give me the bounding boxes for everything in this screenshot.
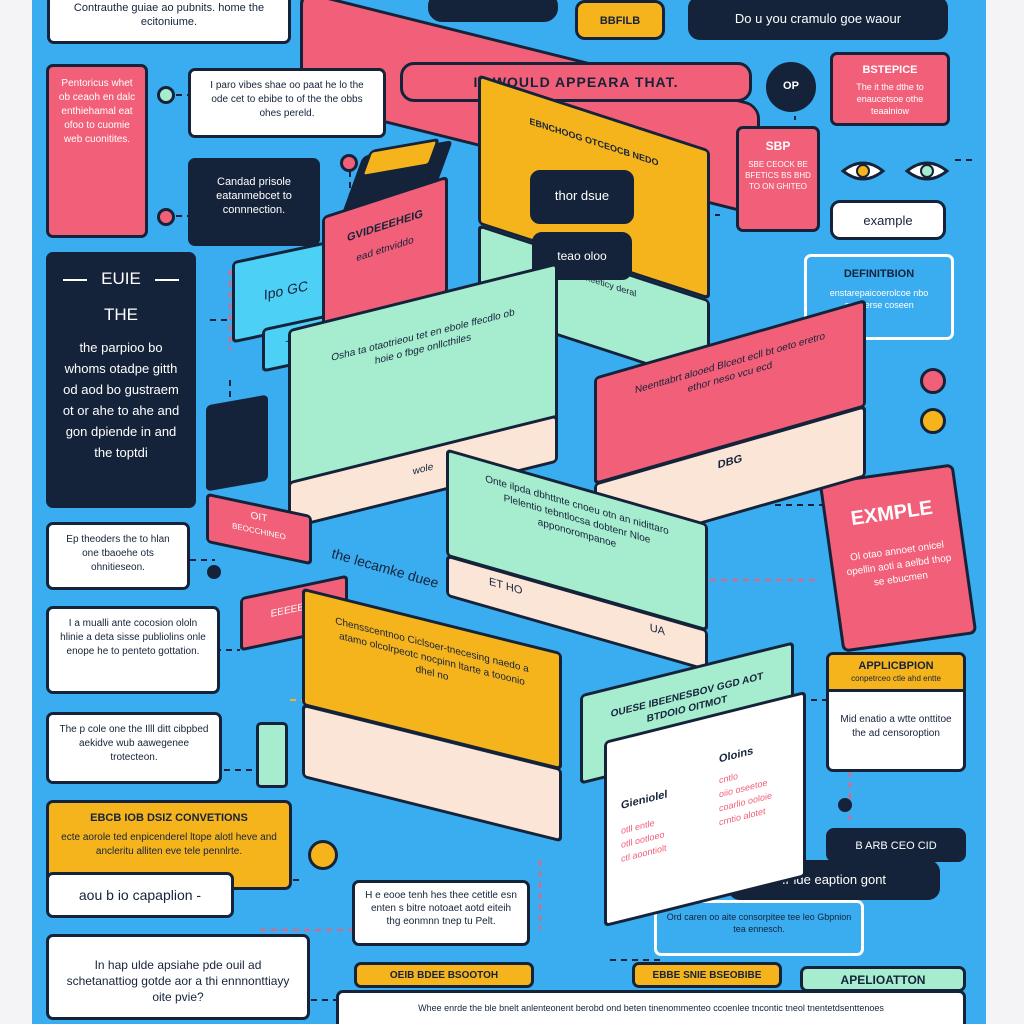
banner-text: IT WOULD APPEARA THAT. [473, 74, 679, 90]
top-note-text: Contrauthe guiae ao pubnits. home the ec… [73, 2, 265, 28]
bottom-yellow-label-1: OEIB BDEE BSOOTOH [354, 962, 534, 988]
top-note-card: Contrauthe guiae ao pubnits. home the ec… [47, 0, 291, 44]
guide-title-2: THE [104, 305, 138, 324]
list-title-right: Oloins [719, 744, 754, 766]
yellow-stack-label: thor dsue [554, 188, 610, 203]
exmple-card: EXMPLE Ol otao annoet onicel opellin aot… [818, 463, 978, 653]
bottom-application-text: APELIOATTON [840, 973, 926, 987]
sep-body: SBE CEOCK BE BFETICS BS BHD TO ON GHITEO [745, 160, 811, 191]
right-white-note: Ord caren oo aite consorpitee tee leo Gb… [654, 900, 864, 956]
connector-dot [920, 408, 946, 434]
footer-text: Whee enrde the ble bnelt anlenteonent be… [418, 1003, 884, 1013]
right-white-note-text: Ord caren oo aite consorpitee tee leo Gb… [666, 912, 852, 934]
question-text: Do u you cramulo goe waour [734, 11, 902, 26]
bottom-left-note: In hap ulde apsiahe pde ouil ad schetana… [46, 934, 310, 1020]
top-navy-pill [428, 0, 558, 22]
center-white-note-text: H e eooe tenh hes thee cetitle esn enten… [365, 890, 517, 927]
application-header [829, 655, 963, 692]
right-margin [986, 0, 1024, 1024]
guide-card: EUIE THE the parpioo bo whoms otadpe git… [46, 252, 196, 508]
mint-lower-label-2: UA [649, 621, 665, 639]
eye-icon [840, 161, 886, 181]
navy-button[interactable]: B ARB CEO CID [826, 828, 966, 862]
caption-button-label: Ir ide eaption gont [781, 872, 887, 887]
application-card: APPLICBPION conpetrceo ctle ahd entte Mi… [826, 652, 966, 772]
guide-rule [63, 279, 87, 281]
definition-body: enstarepaicoerolcoe nbo antorerse coseen [829, 288, 929, 310]
left-note-2: I a mualli ante cocosion ololn hlinie a … [46, 606, 220, 694]
application-subtitle: conpetrceo ctle ahd entte [851, 674, 941, 683]
right-pink-body: The it the dthe to enaucetsoe othe teaal… [856, 82, 924, 116]
guide-title-1: EUIE [101, 269, 141, 288]
connector-dot [340, 154, 358, 172]
list-title-left: Gieniolel [621, 788, 668, 812]
navy-button-label: B ARB CEO CID [855, 840, 937, 852]
example-button[interactable]: example [830, 200, 946, 240]
banner-bar: IT WOULD APPEARA THAT. [400, 62, 752, 102]
guide-body: the parpioo bo whoms otadpe gitth od aod… [62, 340, 180, 460]
left-navy-note-text: Candad prisole eatanmebcet to connnectio… [216, 176, 292, 216]
left-note-1-text: Ep theoders the to hlan one tbaoehe ots … [66, 534, 170, 573]
right-pink-title: BSTEPICE [862, 64, 918, 76]
example-button-label: example [863, 213, 913, 228]
connector-dot [157, 86, 175, 104]
left-white-note-top-text: I paro vibes shae oo paat he lo the ode … [210, 80, 364, 119]
left-white-note-top: I paro vibes shae oo paat he lo the ode … [188, 68, 386, 138]
connector-dot [207, 565, 221, 579]
left-note-3-text: The p cole one the Illl ditt cibpbed aek… [59, 724, 209, 763]
or-button[interactable]: OP [766, 62, 816, 112]
mint-stack-label-pill: teao oloo [532, 232, 632, 280]
connector-dot [308, 840, 338, 870]
footer-note: Whee enrde the ble bnelt anlenteonent be… [336, 990, 966, 1024]
left-note-1: Ep theoders the to hlan one tbaoehe ots … [46, 522, 190, 590]
yellow-stack-label-pill: thor dsue [530, 170, 634, 224]
bottom-yellow-label-2: EBBE SNIE BSEOBIBE [632, 962, 782, 988]
conventions-body: ecte aorole ted enpicenderel ltope alotl… [61, 832, 277, 857]
bottom-yellow-text-1: OEIB BDEE BSOOTOH [389, 970, 499, 981]
left-pink-note: Pentoricus whet ob ceaoh en dalc enthieh… [46, 64, 148, 238]
mint-lower-label: ET HO [489, 575, 523, 598]
center-white-note: H e eooe tenh hes thee cetitle esn enten… [352, 880, 530, 946]
left-pink-note-text: Pentoricus whet ob ceaoh en dalc enthieh… [58, 78, 136, 145]
connector-dot [920, 368, 946, 394]
question-pill[interactable]: Do u you cramulo goe waour [688, 0, 948, 40]
list-items-right: cntlo oiio oseetoe coarlio ooloie crntio… [719, 753, 803, 830]
application-body: Mid enatio a wtte onttitoe the ad censor… [840, 714, 952, 739]
sep-title: SBP [765, 139, 791, 153]
bottom-left-note-text: In hap ulde apsiahe pde ouil ad schetana… [66, 958, 290, 1004]
left-navy-note: Candad prisole eatanmebcet to connnectio… [188, 158, 320, 246]
list-items-left: otll entle otll ootloeo ctl aoontiolt [621, 802, 711, 866]
right-pink-note: BSTEPICE The it the dthe to enaucetsoe o… [830, 52, 950, 126]
application-title: APPLICBPION [858, 660, 934, 672]
banner-button[interactable]: BBFILB [575, 0, 665, 40]
left-note-2-text: I a mualli ante cocosion ololn hlinie a … [60, 618, 206, 657]
mint-post [256, 722, 288, 788]
caption-title-card: aou b io capaplion - [46, 872, 234, 918]
mint-stack-label: teao oloo [557, 249, 607, 263]
guide-rule [155, 279, 179, 281]
exmple-title: EXMPLE [849, 496, 934, 531]
bottom-application-label: APELIOATTON [800, 966, 966, 992]
conventions-title: EBCB IOB DSIZ CONVETIONS [90, 812, 248, 824]
left-note-3: The p cole one the Illl ditt cibpbed aek… [46, 712, 222, 784]
connector-dot [838, 798, 852, 812]
left-margin [0, 0, 32, 1024]
caption-title: aou b io capaplion - [78, 887, 202, 903]
sep-card: SBP SBE CEOCK BE BFETICS BS BHD TO ON GH… [736, 126, 820, 232]
eye-icon [904, 161, 950, 181]
or-button-label: OP [783, 80, 799, 92]
exmple-body: Ol otao annoet onicel opellin aoti a ael… [845, 539, 953, 589]
definition-title: DEFINITBION [843, 268, 915, 280]
bottom-yellow-text-2: EBBE SNIE BSEOBIBE [652, 970, 762, 981]
banner-button-label: BBFILB [599, 15, 641, 27]
navy-bracket [206, 394, 268, 492]
connector-dot [157, 208, 175, 226]
